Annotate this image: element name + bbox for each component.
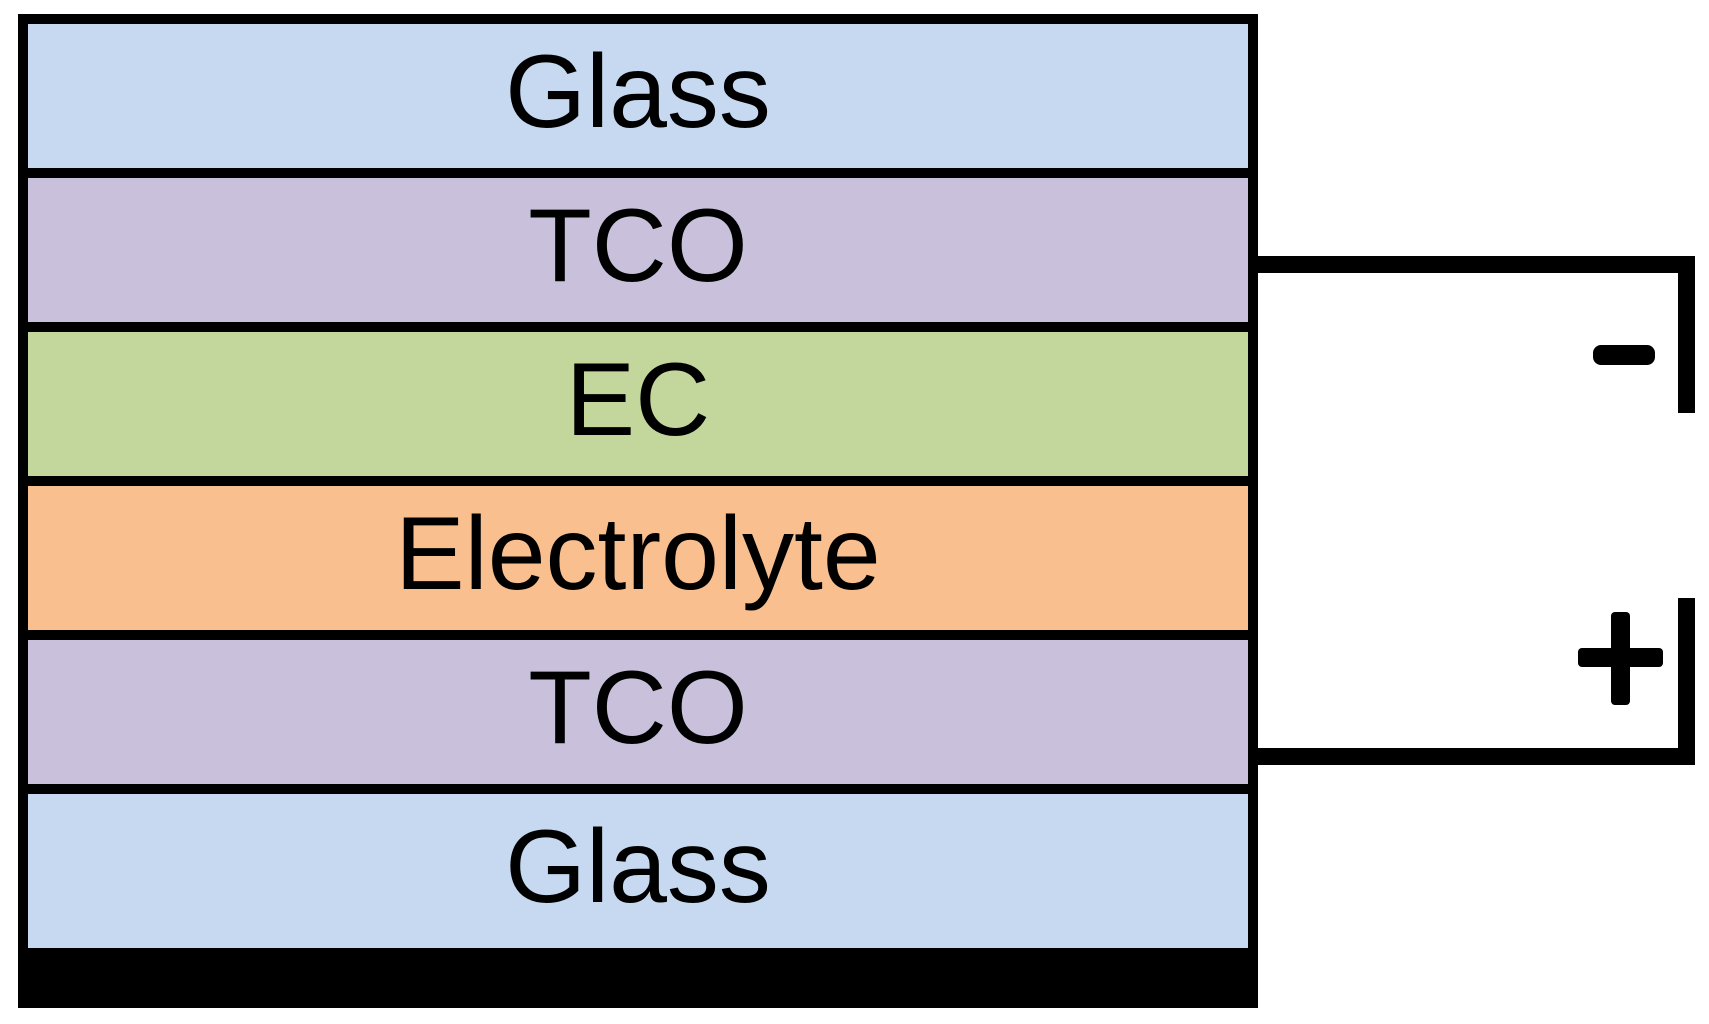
layer-glass-top: Glass xyxy=(28,24,1248,178)
wire-negative-horizontal xyxy=(1258,256,1695,273)
layer-tco-bottom: TCO xyxy=(28,640,1248,794)
layer-tco-top-label: TCO xyxy=(528,188,748,304)
layer-glass-bottom: Glass xyxy=(28,794,1248,948)
plus-terminal-icon xyxy=(1578,612,1663,705)
layer-electrolyte: Electrolyte xyxy=(28,486,1248,640)
minus-terminal-icon xyxy=(1593,345,1655,365)
layer-ec: EC xyxy=(28,332,1248,486)
layer-tco-bottom-label: TCO xyxy=(528,650,748,766)
layer-stack: Glass TCO EC Electrolyte TCO Glass xyxy=(18,14,1258,1008)
wire-positive-vertical xyxy=(1678,598,1695,765)
wire-negative-vertical xyxy=(1678,256,1695,413)
layer-glass-bottom-label: Glass xyxy=(505,809,771,925)
plus-terminal-vertical-bar xyxy=(1611,612,1630,705)
layer-glass-top-label: Glass xyxy=(505,34,771,150)
layer-ec-label: EC xyxy=(565,342,711,458)
wire-positive-horizontal xyxy=(1258,748,1695,765)
layer-tco-top: TCO xyxy=(28,178,1248,332)
layer-electrolyte-label: Electrolyte xyxy=(395,496,881,612)
